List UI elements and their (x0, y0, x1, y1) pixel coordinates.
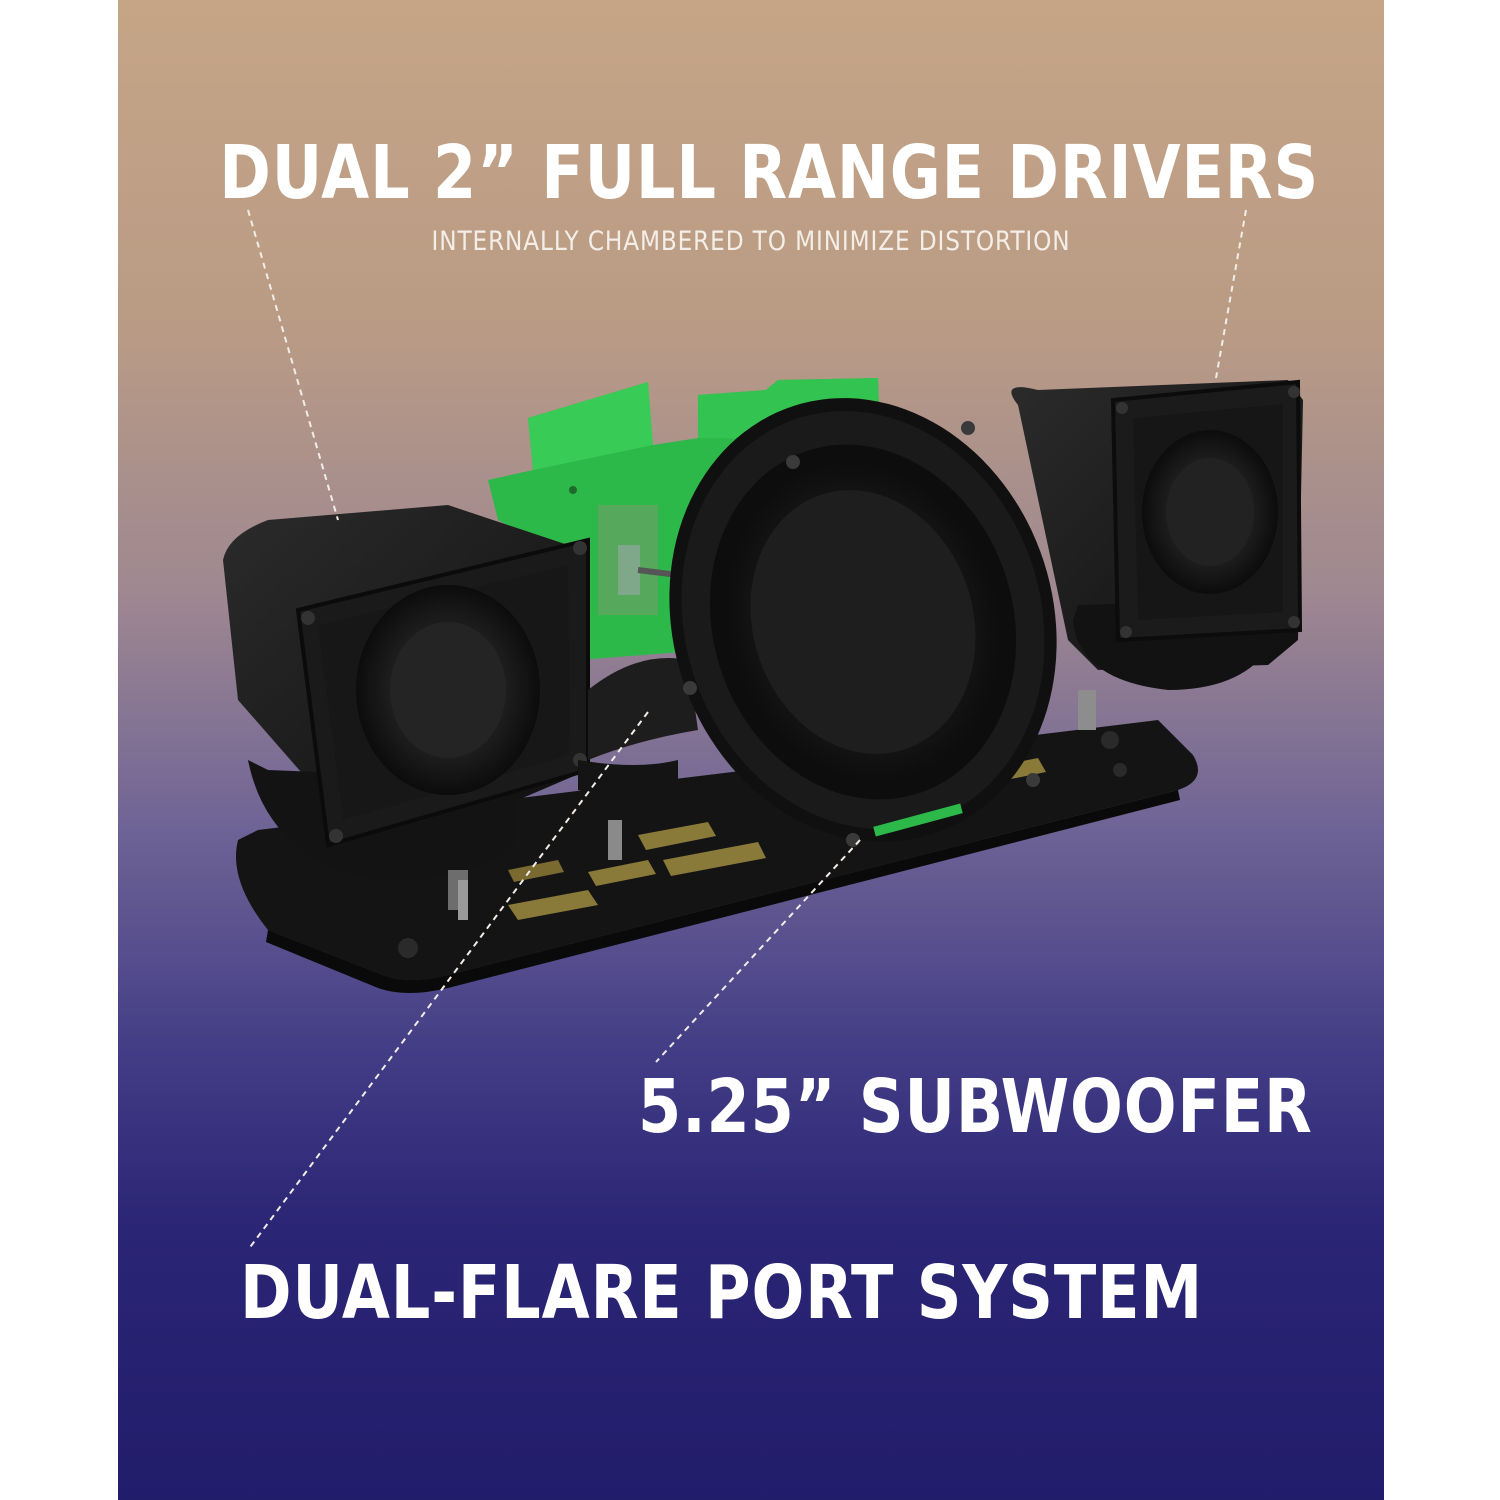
leader-line-left-driver (247, 209, 339, 521)
drivers-title: DUAL 2” FULL RANGE DRIVERS (219, 130, 1320, 216)
product-image-panel: DUAL 2” FULL RANGE DRIVERS INTERNALLY CH… (118, 0, 1384, 1500)
port-tubes (448, 658, 1096, 920)
leader-lines (247, 209, 1247, 1251)
port-system-title: DUAL-FLARE PORT SYSTEM (240, 1250, 1204, 1336)
left-full-range-driver (223, 505, 590, 881)
subwoofer (669, 398, 1057, 847)
leader-line-port (247, 711, 649, 1251)
speaker-cutaway-illustration (223, 209, 1303, 1251)
drivers-subtitle: INTERNALLY CHAMBERED TO MINIMIZE DISTORT… (431, 226, 1071, 257)
right-full-range-driver (1011, 379, 1303, 690)
subwoofer-title: 5.25” SUBWOOFER (638, 1064, 1313, 1150)
